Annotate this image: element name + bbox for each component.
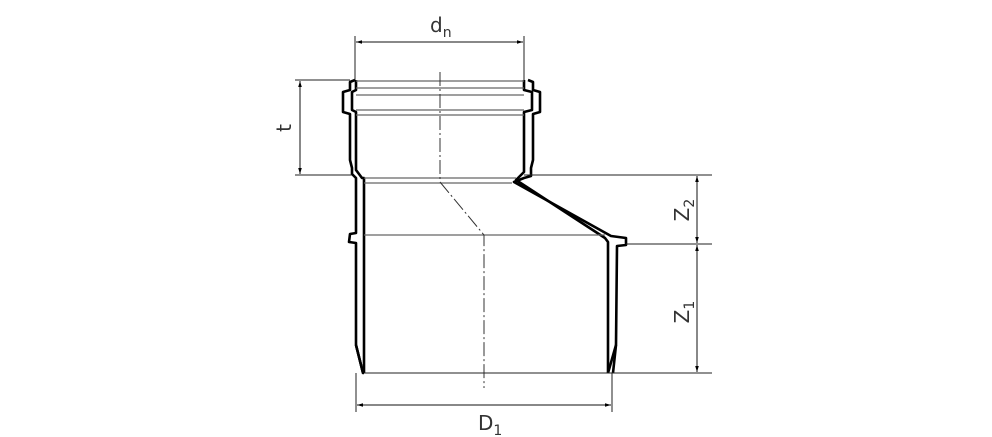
- centerline: [439, 72, 485, 388]
- extension-lines: [295, 36, 712, 412]
- label-t: t: [272, 124, 296, 132]
- dimension-lines: [298, 40, 699, 407]
- label-dn: dn: [430, 13, 452, 41]
- label-D1: D1: [478, 411, 502, 437]
- label-z2: Z2: [670, 199, 698, 222]
- fitting-outline: [341, 78, 628, 375]
- label-z1: Z1: [670, 301, 698, 324]
